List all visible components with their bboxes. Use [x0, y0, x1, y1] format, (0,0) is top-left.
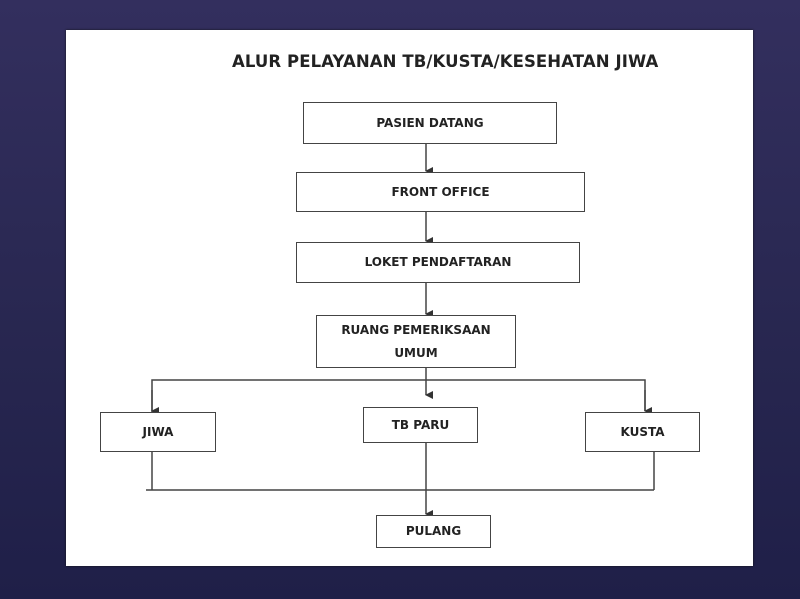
- node-label: LOKET PENDAFTARAN: [364, 255, 512, 270]
- node-label: KUSTA: [620, 424, 665, 439]
- node-label: JIWA: [142, 424, 174, 439]
- node-kusta: KUSTA: [585, 412, 700, 452]
- node-label: TB PARU: [391, 417, 450, 432]
- node-loket-pendaftaran: LOKET PENDAFTARAN: [296, 242, 580, 283]
- node-pulang: PULANG: [376, 515, 491, 548]
- node-label: FRONT OFFICE: [391, 184, 490, 199]
- node-pasien-datang: PASIEN DATANG: [303, 102, 557, 144]
- diagram-title: ALUR PELAYANAN TB/KUSTA/KESEHATAN JIWA: [232, 52, 659, 71]
- node-label: PASIEN DATANG: [376, 115, 484, 130]
- node-tb-paru: TB PARU: [363, 407, 478, 443]
- node-label: PULANG: [405, 524, 462, 539]
- node-jiwa: JIWA: [100, 412, 216, 452]
- node-ruang-pemeriksaan: RUANG PEMERIKSAAN UMUM: [316, 315, 516, 368]
- node-label: RUANG PEMERIKSAAN: [341, 322, 491, 337]
- node-label: UMUM: [394, 345, 438, 360]
- node-front-office: FRONT OFFICE: [296, 172, 585, 212]
